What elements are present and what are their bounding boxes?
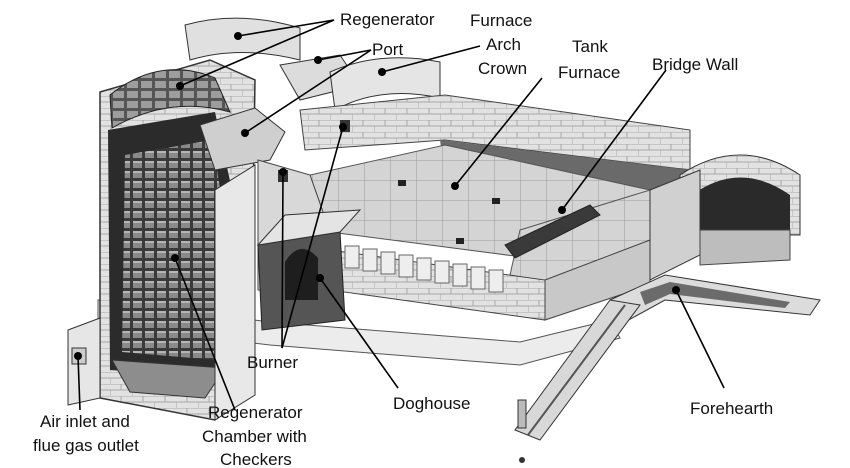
right-block	[649, 169, 701, 281]
label-chamber-line2: Chamber with	[202, 427, 307, 446]
regenerator-front-wall	[214, 164, 256, 421]
label-tank: Tank	[572, 37, 608, 56]
regenerator-roof	[109, 69, 231, 129]
regenerator-checkers	[122, 140, 222, 360]
feeder-plunger	[517, 399, 527, 429]
forehearth-arch-opening	[692, 177, 790, 230]
label-air-inlet-line2: flue gas outlet	[33, 436, 139, 455]
regenerator-top-block	[184, 17, 301, 61]
label-doghouse: Doghouse	[393, 394, 471, 413]
leader-lines	[77, 19, 725, 411]
label-burner: Burner	[247, 353, 298, 372]
label-forehearth: Forehearth	[690, 399, 773, 418]
label-chamber-line3: Checkers	[220, 450, 292, 468]
leader-dots	[74, 32, 680, 360]
labels: Regenerator Port Furnace Arch Crown Tank…	[33, 10, 773, 468]
port-block	[199, 107, 286, 171]
label-chamber-line1: Regenerator	[208, 403, 303, 422]
label-crown: Crown	[478, 59, 527, 78]
label-arch: Arch	[486, 35, 521, 54]
furnace-drawing	[67, 17, 821, 463]
label-port: Port	[372, 40, 403, 59]
front-wall-blocks	[344, 245, 504, 293]
label-air-inlet-line1: Air inlet and	[40, 412, 130, 431]
label-bridge-wall: Bridge Wall	[652, 55, 738, 74]
regenerator-hopper	[111, 359, 226, 399]
label-tank-furnace: Furnace	[558, 63, 620, 82]
label-furnace: Furnace	[470, 11, 532, 30]
floor-markers	[398, 180, 500, 244]
label-regenerator: Regenerator	[340, 10, 435, 29]
forehearth-spout-edge	[527, 304, 626, 436]
feeder-drop	[519, 457, 525, 463]
bridge-wall-shape	[504, 204, 601, 259]
right-low-block	[699, 229, 791, 266]
